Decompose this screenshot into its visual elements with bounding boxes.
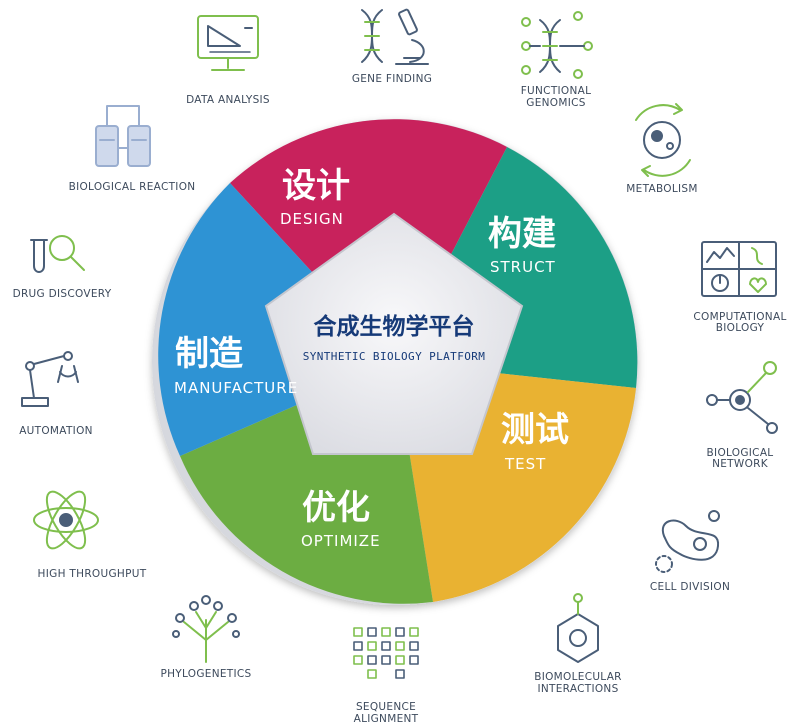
label-functional-genomics-1: FUNCTIONAL <box>521 85 592 97</box>
benzene-icon <box>557 593 599 663</box>
label-computational-biology-1: COMPUTATIONAL <box>693 311 786 323</box>
segment-design-en: DESIGN <box>280 210 344 228</box>
center-subtitle: SYNTHETIC BIOLOGY PLATFORM <box>303 350 486 363</box>
network-nodes-icon <box>706 361 778 434</box>
atom-icon <box>33 490 99 550</box>
segment-struct-cn: 构建 <box>488 214 556 254</box>
segment-manufacture-cn: 制造 <box>175 334 243 374</box>
segment-manufacture-en: MANUFACTURE <box>174 379 298 397</box>
segment-struct-en: STRUCT <box>490 258 556 276</box>
label-biomolecular-interactions-1: BIOMOLECULAR <box>534 671 622 683</box>
monitor-icon <box>197 15 259 71</box>
label-high-throughput: HIGH THROUGHPUT <box>38 568 147 580</box>
label-phylogenetics: PHYLOGENETICS <box>160 668 251 680</box>
center-title: 合成生物学平台 <box>314 313 475 340</box>
tree-icon <box>172 595 240 663</box>
segment-design-cn: 设计 <box>282 166 350 206</box>
label-computational-biology-2: BIOLOGY <box>716 322 765 334</box>
label-cell-division: CELL DIVISION <box>650 581 730 593</box>
label-biomolecular-interactions-2: INTERACTIONS <box>537 683 618 695</box>
label-automation: AUTOMATION <box>19 425 93 437</box>
robot-arm-icon <box>21 351 79 407</box>
label-metabolism: METABOLISM <box>626 183 697 195</box>
label-biological-network-1: BIOLOGICAL <box>707 447 774 459</box>
label-biological-network-2: NETWORK <box>712 458 769 470</box>
application-labels: DATA ANALYSIS GENE FINDING FUNCTIONAL GE… <box>13 73 787 725</box>
segment-optimize-cn: 优化 <box>302 488 370 528</box>
label-sequence-alignment-2: ALIGNMENT <box>354 713 419 725</box>
sequence-grid-icon <box>353 627 419 679</box>
dna-microscope-icon <box>361 8 429 65</box>
label-data-analysis: DATA ANALYSIS <box>186 94 270 106</box>
label-sequence-alignment-1: SEQUENCE <box>356 701 416 713</box>
segment-test-en: TEST <box>504 455 546 473</box>
label-functional-genomics-2: GENOMICS <box>526 97 585 109</box>
cell-cycle-icon <box>635 103 691 177</box>
cell-division-icon <box>655 510 720 573</box>
label-gene-finding: GENE FINDING <box>352 73 432 85</box>
test-tube-magnifier-icon <box>30 235 85 273</box>
label-drug-discovery: DRUG DISCOVERY <box>13 288 112 300</box>
label-biological-reaction: BIOLOGICAL REACTION <box>69 181 196 193</box>
dna-network-icon <box>521 11 593 79</box>
center-platform: 合成生物学平台 SYNTHETIC BIOLOGY PLATFORM <box>264 212 524 455</box>
reactor-icon <box>95 105 151 167</box>
segment-optimize-en: OPTIMIZE <box>301 532 381 550</box>
data-grid-icon <box>701 241 777 297</box>
segment-test-cn: 测试 <box>501 410 569 450</box>
